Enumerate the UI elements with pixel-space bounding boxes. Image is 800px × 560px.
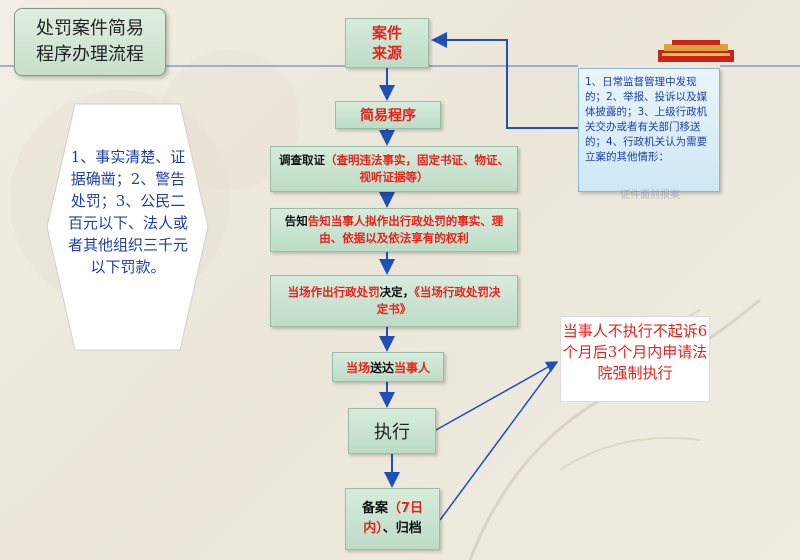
enforcement-note: 当事人不执行不起诉6个月后3个月内申请法院强制执行 (560, 316, 710, 402)
inform-detail: 告知当事人拟作出行政处罚的事实、理由、依据以及依法享有的权利 (307, 214, 504, 245)
case-source-node: 案件 来源 (345, 18, 429, 68)
investigation-node: 调查取证（查明违法事实，固定书证、物证、视听证据等） (270, 146, 518, 192)
investigation-prefix: 调查取证 (279, 153, 325, 167)
case-source-info-box: 1、日常监督管理中发现的；2、举报、投诉以及媒体披露的；3、上级行政机关交办或者… (578, 68, 720, 192)
investigation-detail: （查明违法事实，固定书证、物证、视听证据等） (325, 153, 509, 184)
hexagon-shape (46, 103, 209, 351)
archive-part-a: 备案 (361, 501, 388, 516)
conditions-text: 1、事实清楚、证据确凿；2、警告处罚；3、公民二百元以下、法人或者其他组织三千元… (67, 148, 188, 276)
simple-procedure-node: 简易程序 (335, 101, 441, 129)
decision-part-b: 决定， (379, 285, 415, 299)
tiananmen-emblem (658, 40, 734, 62)
deliver-node: 当场送达当事人 (332, 352, 444, 382)
decision-part-c: 《当场行政处罚决定书》 (376, 285, 501, 316)
archive-part-c: 、归档 (382, 521, 422, 536)
deliver-part-a: 当场 (345, 360, 370, 375)
deliver-part-b: 送达 (369, 360, 394, 375)
decision-part-a: 当场作出行政处罚 (287, 285, 380, 299)
archive-part-b: （7日内） (363, 501, 424, 536)
decision-node: 当场作出行政处罚决定，《当场行政处罚决定书》 (270, 275, 518, 327)
conditions-hexagon: 1、事实清楚、证据确凿；2、警告处罚；3、公民二百元以下、法人或者其他组织三千元… (45, 102, 210, 352)
page-title: 处罚案件简易 程序办理流程 (14, 8, 166, 76)
inform-prefix: 告知 (284, 214, 308, 228)
inform-node: 告知告知当事人拟作出行政处罚的事实、理由、依据以及依法享有的权利 (270, 208, 518, 252)
deliver-part-c: 当事人 (394, 360, 431, 375)
info-ghost-text: 证件面前报案 (620, 190, 680, 201)
archive-node: 备案（7日内）、归档 (345, 488, 440, 550)
execute-node: 执行 (348, 408, 436, 454)
